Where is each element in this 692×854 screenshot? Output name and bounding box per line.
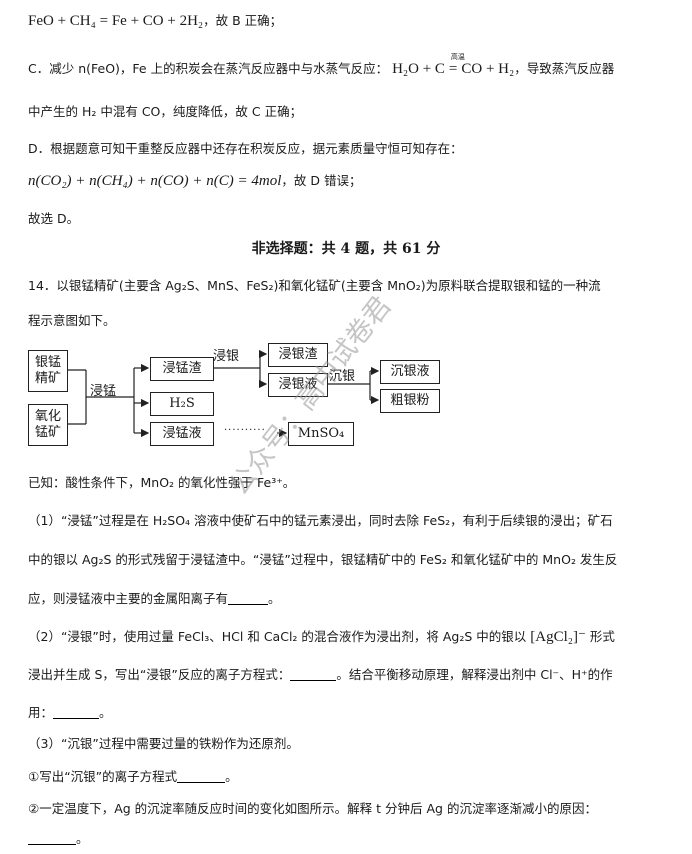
label-leach-manganese: 浸锰 <box>90 384 117 399</box>
q14-line-2: 程示意图如下。 <box>28 313 116 328</box>
equation-3: n(CO₂) + n(CH₄) + n(CO) + n(C) = 4mol <box>28 173 282 189</box>
part-1-line-3-text: 应，则浸锰液中主要的金属阳离子有 <box>28 591 229 606</box>
box-mn-leach-liquor: 浸锰液 <box>150 422 214 446</box>
part-2-line-1-text: （2）“浸银”时，使用过量 FeCl₃、HCl 和 CaCl₂ 的混合液作为浸出… <box>28 629 527 644</box>
box-ag-leach-liquor: 浸银液 <box>268 373 328 397</box>
box-crude-silver-powder: 粗银粉 <box>380 389 440 413</box>
line-1: FeO + CH₄ = Fe + CO + 2H₂，故 B 正确； <box>28 10 282 30</box>
box-manganese-oxide-ore-label: 氧化 锰矿 <box>34 409 61 440</box>
period-5: 。 <box>76 831 89 846</box>
equation-2-left: H₂O + C <box>392 61 445 77</box>
equation-2-equals: 高温= <box>448 53 465 77</box>
box-silver-manganese-ore-label: 银锰 精矿 <box>34 355 61 386</box>
period-1: 。 <box>268 591 281 606</box>
part-3-line-1: （3）“沉银”过程中需要过量的铁粉作为还原剂。 <box>28 736 299 751</box>
section-heading: 非选择题：共 4 题，共 61 分 <box>251 241 441 257</box>
part-2-line-2-text: 浸出并生成 S，写出“浸银”反应的离子方程式： <box>28 667 291 682</box>
box-silver-manganese-ore: 银锰 精矿 <box>28 350 68 392</box>
box-mnso4: MnSO₄ <box>288 422 354 446</box>
line-5: n(CO₂) + n(CH₄) + n(CO) + n(C) = 4mol，故 … <box>28 170 361 190</box>
part-2-line-1: （2）“浸银”时，使用过量 FeCl₃、HCl 和 CaCl₂ 的混合液作为浸出… <box>28 626 615 646</box>
flow-diagram: 银锰 精矿 氧化 锰矿 浸锰 浸锰渣 H₂S 浸锰液 浸银 浸银渣 浸银液 沉银… <box>24 340 474 452</box>
period-3: 。 <box>99 705 112 720</box>
answer-blank-2[interactable] <box>290 668 337 681</box>
line-5-text: ，故 D 错误； <box>281 173 362 188</box>
equation-1: FeO + CH₄ = Fe + CO + 2H₂ <box>28 13 204 29</box>
part-2-line-3-text: 用： <box>28 705 54 720</box>
period-4: 。 <box>225 769 238 784</box>
box-ag-leach-residue: 浸银渣 <box>268 343 328 367</box>
part-3-line-3: ②一定温度下，Ag 的沉淀率随反应时间的变化如图所示。解释 t 分钟后 Ag 的… <box>28 801 597 816</box>
part-2-line-2-tail: 。结合平衡移动原理，解释浸出剂中 Cl⁻、H⁺的作 <box>336 667 613 682</box>
part-2-line-1-tail: 形式 <box>589 629 615 644</box>
line-3: 中产生的 H₂ 中混有 CO，纯度降低，故 C 正确； <box>28 104 303 119</box>
line-4: D．根据题意可知干重整反应器中还存在积炭反应，据元素质量守恒可知存在： <box>28 141 463 156</box>
q14-line-1: 14．以银锰精矿(主要含 Ag₂S、MnS、FeS₂)和氧化锰矿(主要含 MnO… <box>28 278 601 293</box>
part-1-line-1: （1）“浸锰”过程是在 H₂SO₄ 溶液中使矿石中的锰元素浸出，同时去除 FeS… <box>28 513 613 528</box>
part-1-line-2: 中的银以 Ag₂S 的形式残留于浸锰渣中。“浸锰”过程中，银锰精矿中的 FeS₂… <box>28 552 618 567</box>
answer-blank-1[interactable] <box>228 592 269 605</box>
complex-ion: [AgCl₂]⁻ <box>530 629 586 645</box>
equation-2-right: CO + H₂ <box>461 61 515 77</box>
equation-2-condition: 高温 <box>450 53 465 61</box>
line-2: C．减少 n(FeO)，Fe 上的积炭会在蒸汽反应器中与水蒸气反应： H₂O +… <box>28 53 615 78</box>
box-manganese-oxide-ore: 氧化 锰矿 <box>28 404 68 446</box>
part-3-item-1-text: ①写出“沉银”的离子方程式 <box>28 769 178 784</box>
box-h2s: H₂S <box>150 392 214 416</box>
part-2-line-3: 用： 。 <box>28 702 112 721</box>
part-3-line-4: 。 <box>28 828 89 847</box>
flow-arrows <box>66 349 380 438</box>
line-2-text-a: C．减少 n(FeO)，Fe 上的积炭会在蒸汽反应器中与水蒸气反应： <box>28 61 389 76</box>
part-3-line-2: ①写出“沉银”的离子方程式 。 <box>28 766 238 785</box>
line-1-text: ，故 B 正确； <box>203 13 283 28</box>
dotted-path: ·········· <box>224 425 266 436</box>
box-mn-leach-residue: 浸锰渣 <box>150 357 214 381</box>
line-6: 故选 D。 <box>28 211 80 226</box>
answer-blank-3[interactable] <box>53 706 100 719</box>
answer-blank-4[interactable] <box>177 770 226 783</box>
box-ag-precip-liquor: 沉银液 <box>380 360 440 384</box>
line-2-text-b: ，导致蒸汽反应器 <box>514 61 615 76</box>
label-leach-silver: 浸银 <box>213 349 240 364</box>
part-2-line-2: 浸出并生成 S，写出“浸银”反应的离子方程式： 。结合平衡移动原理，解释浸出剂中 … <box>28 664 613 683</box>
label-precipitate-silver: 沉银 <box>329 369 356 384</box>
part-1-line-3: 应，则浸锰液中主要的金属阳离子有 。 <box>28 588 281 607</box>
answer-blank-5[interactable] <box>28 832 76 845</box>
known-line: 已知：酸性条件下，MnO₂ 的氧化性强于 Fe³⁺。 <box>28 475 296 490</box>
